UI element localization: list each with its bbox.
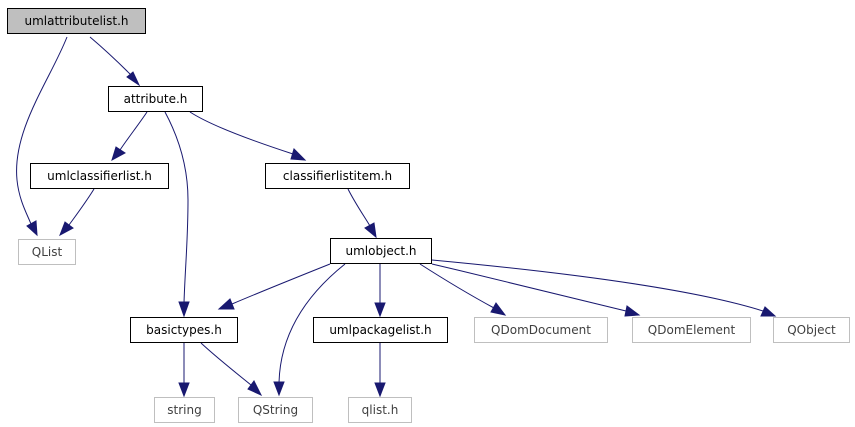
node-qlist[interactable]: QList [18,239,76,265]
edge-basictypes-qstring [200,342,252,386]
node-string[interactable]: string [154,397,215,423]
edge-umlobject-qdomelement [431,263,627,312]
edge-umlobject-basictypes-arrow [217,298,235,310]
edge-basictypes-string-arrow [178,382,190,398]
edge-umlobject-qstring [278,263,346,384]
edge-umlattributelist-qlist-arrow [26,220,38,237]
edge-attribute-umlclassifierlist-arrow [111,146,126,162]
edge-umlobject-qobject-arrow [760,306,777,317]
edge-umlobject-qdomelement-arrow [624,305,641,317]
node-qdomdocument[interactable]: QDomDocument [474,317,608,343]
edge-attribute-classifierlistitem [189,111,294,155]
node-qdomelement[interactable]: QDomElement [632,317,751,343]
edge-umlobject-umlpackagelist-arrow [374,302,386,318]
node-umlattributelist[interactable]: umlattributelist.h [7,8,146,34]
node-umlpackagelist[interactable]: umlpackagelist.h [313,317,448,343]
node-attribute[interactable]: attribute.h [108,86,203,112]
node-umlclassifierlist[interactable]: umlclassifierlist.h [30,163,169,189]
edge-attribute-basictypes [164,111,189,304]
node-classifierlistitem[interactable]: classifierlistitem.h [265,163,410,189]
node-umlobject[interactable]: umlobject.h [330,238,432,264]
node-basictypes[interactable]: basictypes.h [130,317,238,343]
node-qstring[interactable]: QString [238,397,313,423]
edge-attribute-umlclassifierlist [119,111,148,151]
edge-umlobject-qdomdocument [419,263,495,309]
edge-umlattributelist-attribute-arrow [126,71,141,87]
edge-umlpackagelist-qlisth-arrow [374,382,386,398]
edge-umlclassifierlist-qlist-arrow [59,221,74,237]
edge-umlattributelist-qlist [16,36,68,225]
edge-umlobject-basictypes [231,263,331,305]
edge-basictypes-qstring-arrow [247,380,263,397]
edge-classifierlistitem-umlobject-arrow [364,222,377,239]
node-qlisth[interactable]: qlist.h [348,397,412,423]
edge-umlattributelist-attribute [89,36,131,75]
edge-umlobject-qobject [431,259,764,312]
edge-umlobject-qdomdocument-arrow [490,302,507,316]
edge-umlobject-qstring-arrow [273,381,285,397]
node-qobject[interactable]: QObject [773,317,850,343]
edge-classifierlistitem-umlobject [347,188,371,227]
edge-umlclassifierlist-qlist [68,188,95,226]
edge-attribute-classifierlistitem-arrow [290,148,307,161]
edge-attribute-basictypes-arrow [178,301,190,318]
